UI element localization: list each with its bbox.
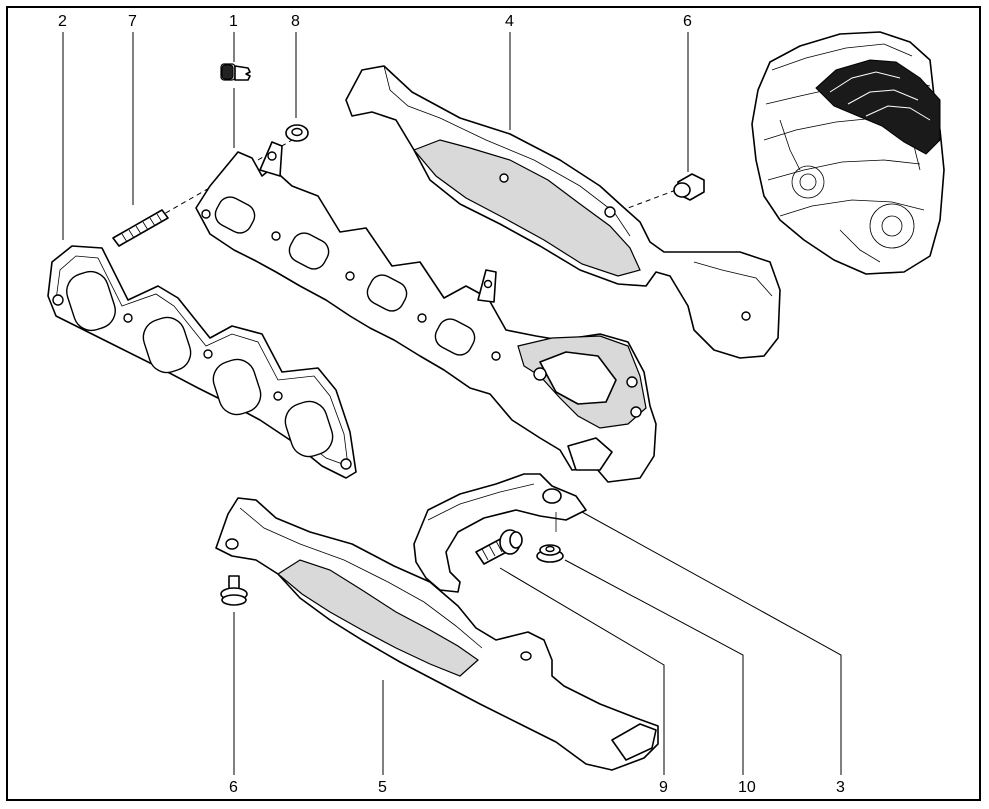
heat-shield-part-5 bbox=[215, 497, 659, 771]
nut-part-10 bbox=[536, 544, 564, 563]
clip-part-1 bbox=[220, 63, 251, 81]
heat-shield-part-4 bbox=[345, 65, 781, 359]
callout-6-bottom: 6 bbox=[229, 779, 238, 796]
nut-part-8 bbox=[285, 124, 309, 142]
bolt-part-9 bbox=[475, 529, 523, 565]
callout-1: 1 bbox=[229, 13, 238, 30]
callout-10: 10 bbox=[738, 779, 756, 796]
bolt-part-6-bottom bbox=[220, 575, 248, 606]
bracket-part-3 bbox=[413, 473, 587, 593]
callout-6-top: 6 bbox=[683, 13, 692, 30]
callout-5: 5 bbox=[378, 779, 387, 796]
callout-2: 2 bbox=[58, 13, 67, 30]
leader-lines bbox=[62, 32, 842, 775]
callout-7: 7 bbox=[128, 13, 137, 30]
callout-8: 8 bbox=[291, 13, 300, 30]
bolt-part-6-top bbox=[673, 173, 705, 201]
stud-part-7 bbox=[112, 209, 169, 247]
callout-4: 4 bbox=[505, 13, 514, 30]
exhaust-manifold bbox=[195, 141, 657, 483]
callout-3: 3 bbox=[836, 779, 845, 796]
gasket-part-2 bbox=[47, 245, 357, 479]
engine-location-inset bbox=[751, 31, 945, 275]
callout-9: 9 bbox=[659, 779, 668, 796]
